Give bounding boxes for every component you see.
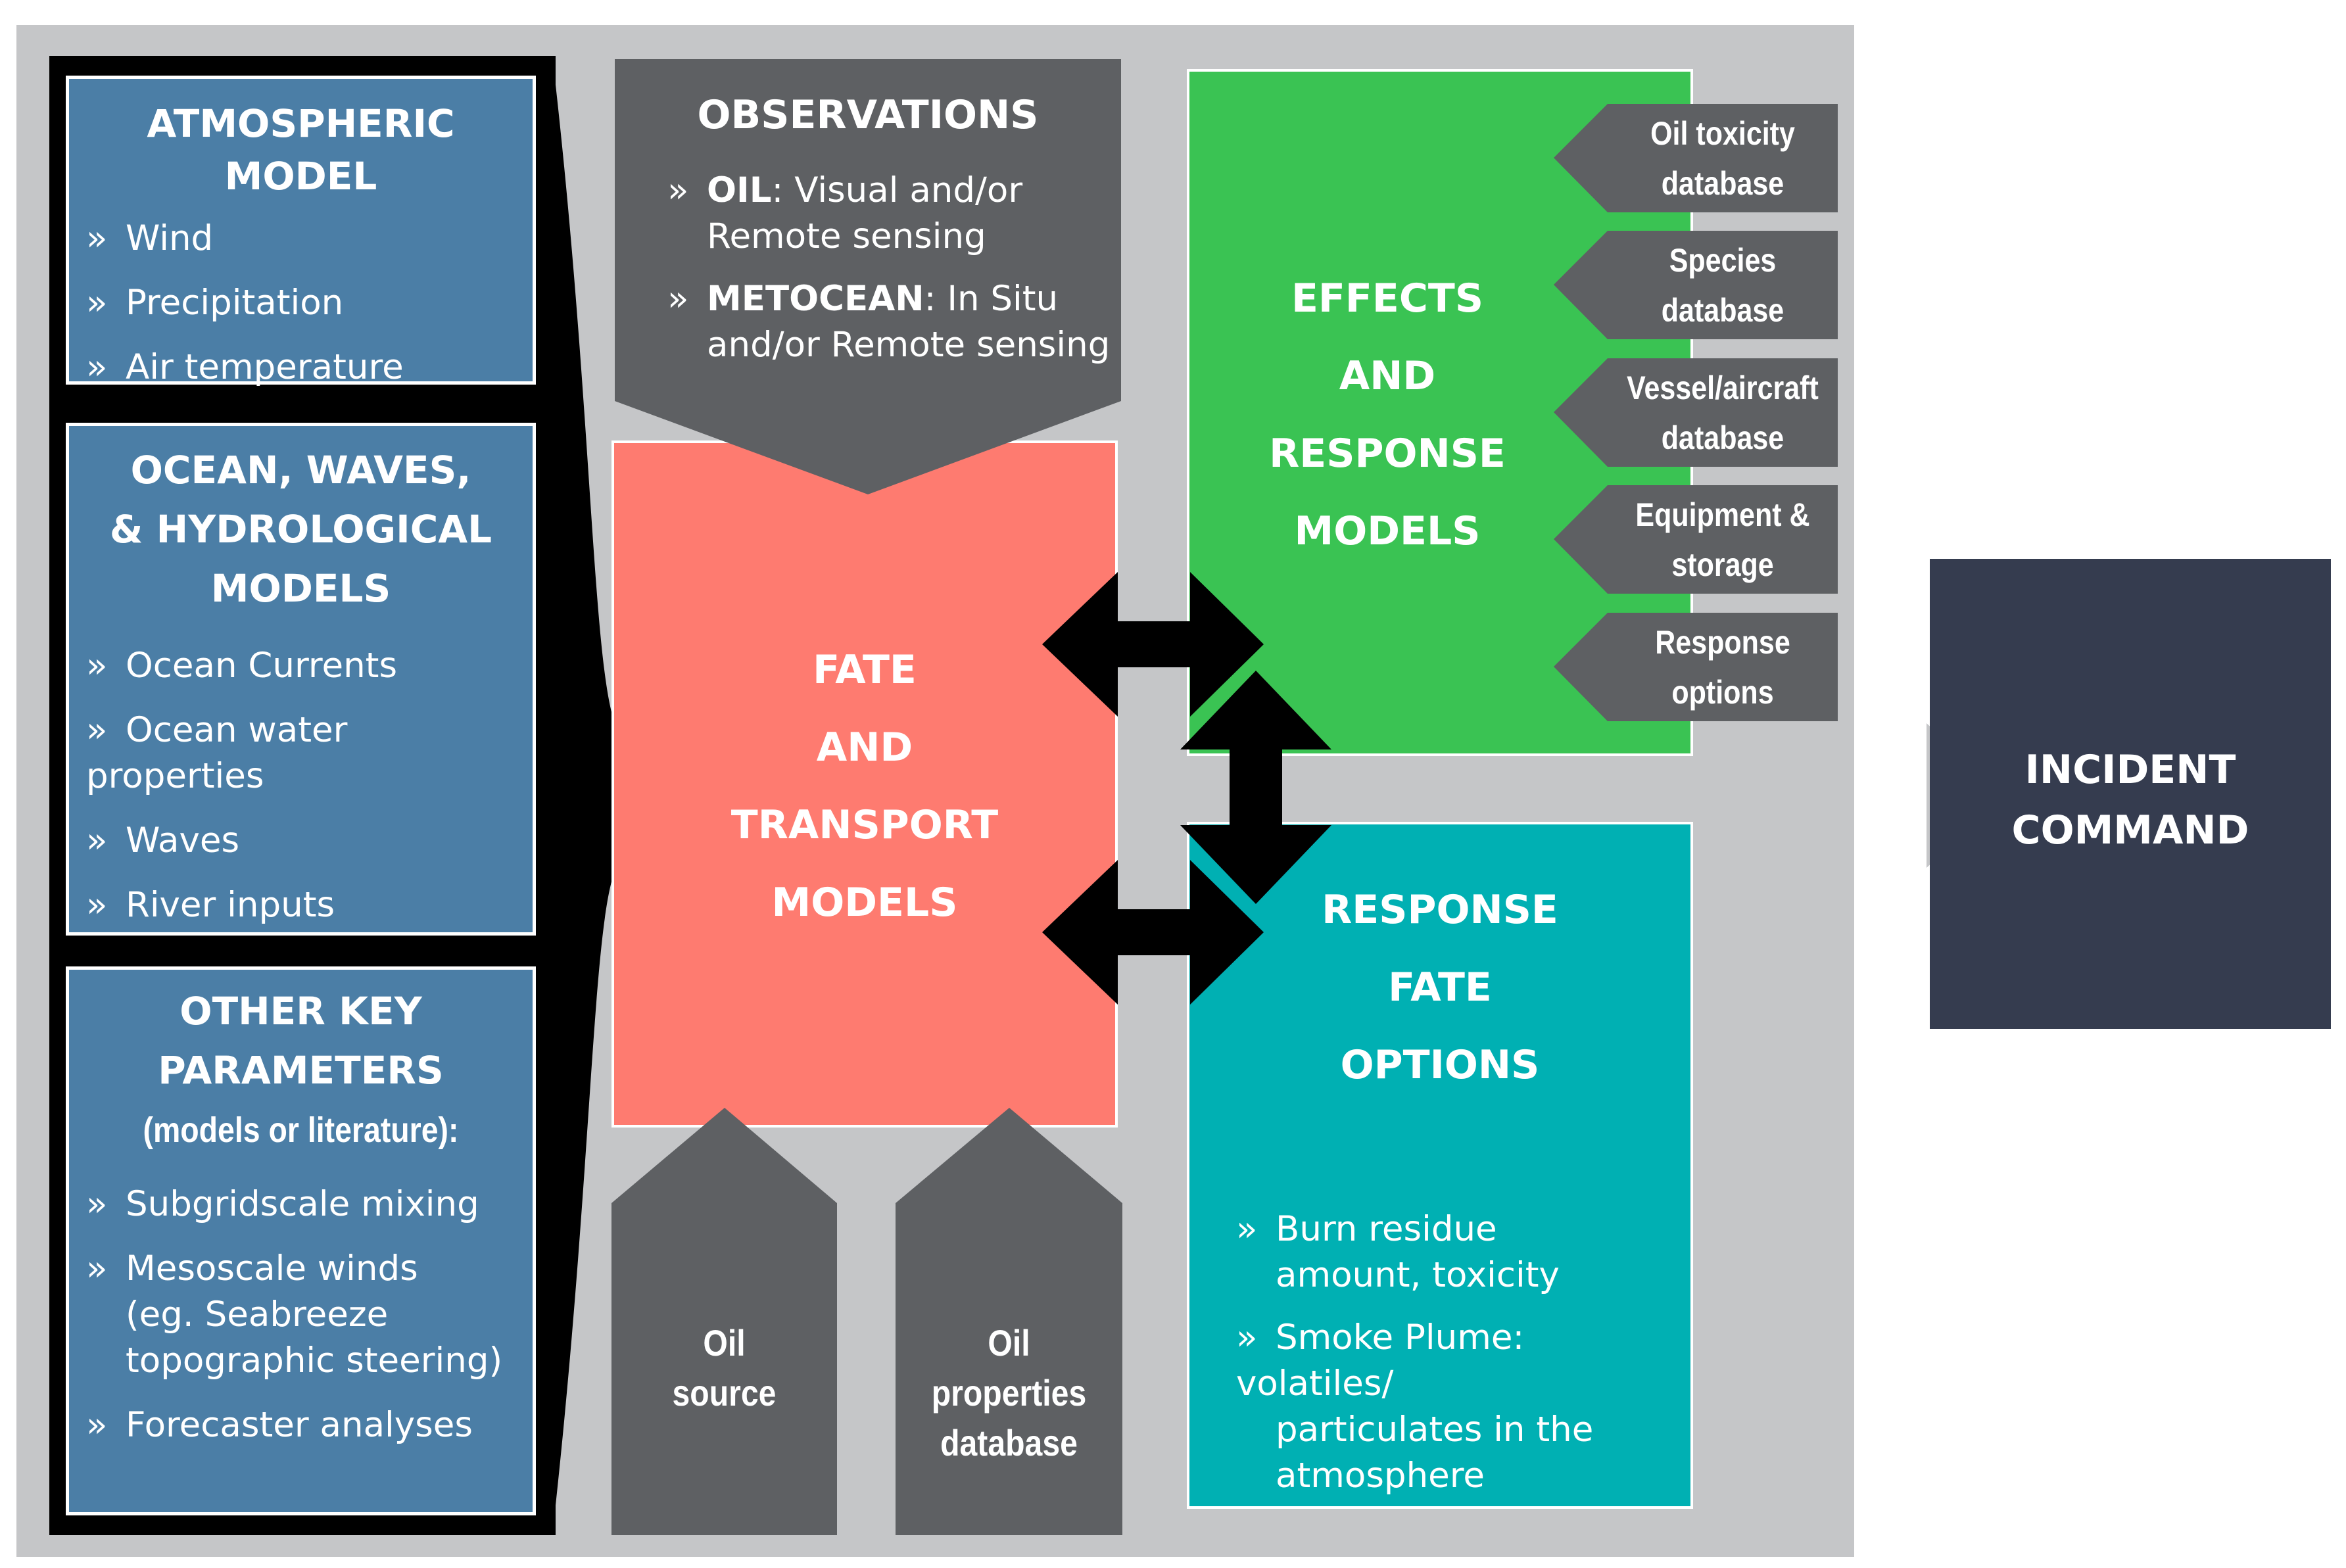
tag-equipment [1554, 485, 1838, 594]
list-item: »Ocean water properties [86, 710, 348, 796]
ocean-models-title: OCEAN, WAVES, & HYDROLOGICAL MODELS [109, 448, 492, 611]
tag-vessel-aircraft [1554, 358, 1838, 467]
observations-title: OBSERVATIONS [697, 92, 1039, 138]
fate-transport-title: FATE AND TRANSPORT MODELS [730, 647, 999, 926]
tag-equipment-label: Equipment &storage [1635, 496, 1810, 583]
list-item: »Forecaster analyses [86, 1405, 473, 1445]
response-fate-box [1187, 822, 1693, 1509]
list-item: »Subgridscale mixing [86, 1184, 479, 1224]
fate-response-double-arrow [1042, 860, 1264, 1005]
response-fate-list: »Burn residue amount, toxicity »Smoke Pl… [1236, 1206, 1683, 1499]
incident-command-title: INCIDENT COMMAND [2011, 747, 2249, 853]
other-parameters-title: OTHER KEY PARAMETERS [158, 989, 444, 1093]
list-item: »OIL: Visual and/or Remote sensing [667, 170, 1023, 256]
list-item: »Air temperature [86, 347, 404, 387]
effects-response-vertical-arrow [1180, 671, 1331, 904]
list-item: »Precipitation [86, 283, 344, 323]
fate-transport-box [611, 440, 1118, 1128]
list-item: »Burn residue amount, toxicity [1236, 1209, 1560, 1295]
oil-source-label: Oil source [672, 1322, 777, 1414]
list-item: »Waves [86, 820, 240, 861]
incident-command-box [1930, 559, 2331, 1029]
effects-response-title: EFFECTS AND RESPONSE MODELS [1269, 275, 1506, 554]
other-parameters-box: OTHER KEY PARAMETERS (models or literatu… [66, 966, 536, 1515]
ocean-models-box: OCEAN, WAVES, & HYDROLOGICAL MODELS »Oce… [66, 423, 536, 936]
tag-species [1554, 231, 1838, 339]
list-item: »METOCEAN: In Situ and/or Remote sensing [667, 279, 1111, 365]
list-item: »Smoke Plume: volatiles/ particulates in… [1236, 1318, 1594, 1496]
list-item: »Wind [86, 218, 214, 258]
list-item: »Mesoscale winds (eg. Seabreeze topograp… [86, 1248, 503, 1381]
response-fate-title: RESPONSE FATE OPTIONS [1322, 887, 1558, 1088]
tag-response-options [1554, 613, 1838, 721]
list-item: »River inputs [86, 885, 335, 925]
oil-properties-shape [896, 1108, 1122, 1535]
observations-box: OBSERVATIONS »OIL: Visual and/or Remote … [615, 59, 1121, 368]
tag-oil-toxicity [1554, 104, 1838, 212]
fate-effects-double-arrow [1042, 572, 1264, 717]
list-item: »Ocean Currents [86, 646, 398, 686]
atmospheric-model-box: ATMOSPHERIC MODEL »Wind »Precipitation »… [66, 76, 536, 387]
oil-properties-label: Oil properties database [931, 1322, 1087, 1463]
other-parameters-subtitle: (models or literature): [143, 1110, 459, 1150]
oil-source-shape [611, 1108, 837, 1535]
atmospheric-model-title: ATMOSPHERIC MODEL [147, 101, 455, 199]
